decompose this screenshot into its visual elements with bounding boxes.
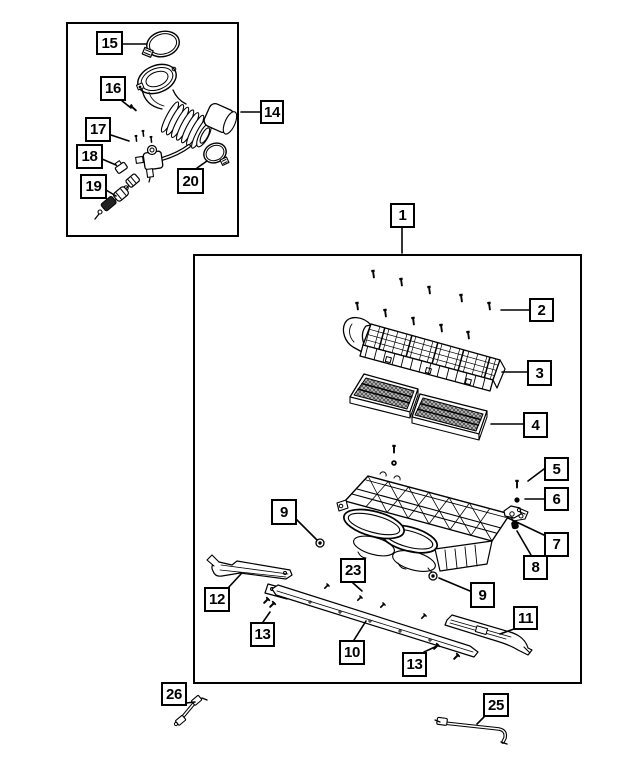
main-frame <box>193 254 582 684</box>
callout-17[interactable]: 17 <box>85 117 111 142</box>
hose-clamp-lower-drawing <box>203 142 230 166</box>
callout-23[interactable]: 23 <box>340 558 366 583</box>
callout-9-right[interactable]: 9 <box>470 582 495 608</box>
inset-frame <box>66 22 239 237</box>
front-seal-rail-drawing <box>264 583 479 658</box>
callout-19[interactable]: 19 <box>80 174 107 199</box>
callout-7[interactable]: 7 <box>544 532 569 557</box>
callout-15[interactable]: 15 <box>96 31 123 55</box>
callout-6[interactable]: 6 <box>544 487 569 511</box>
air-cleaner-cover-drawing <box>342 316 506 392</box>
callout-9-left[interactable]: 9 <box>271 499 297 525</box>
callout-12[interactable]: 12 <box>204 587 230 612</box>
callout-14[interactable]: 14 <box>260 100 284 124</box>
callout-25[interactable]: 25 <box>483 693 509 717</box>
air-filter-elements-drawing <box>349 373 488 441</box>
callout-13-right[interactable]: 13 <box>402 652 427 677</box>
fitting-drawing <box>503 505 526 530</box>
valve-drawing <box>135 144 164 183</box>
callout-8[interactable]: 8 <box>523 555 548 580</box>
callout-5[interactable]: 5 <box>544 457 569 481</box>
callout-26[interactable]: 26 <box>161 682 187 706</box>
leader-lines <box>101 43 547 725</box>
plug-part-drawing <box>114 160 128 174</box>
callout-18[interactable]: 18 <box>76 144 103 169</box>
air-cleaner-body-drawing <box>336 443 529 574</box>
callout-20[interactable]: 20 <box>177 168 204 194</box>
callout-3[interactable]: 3 <box>527 360 552 386</box>
callout-4[interactable]: 4 <box>523 412 548 438</box>
callout-1[interactable]: 1 <box>390 203 415 228</box>
sensor-harness-drawing <box>94 173 140 220</box>
right-bracket-drawing <box>444 614 533 656</box>
callout-16[interactable]: 16 <box>100 76 126 101</box>
hose-clamp-upper-drawing <box>141 30 180 58</box>
stud-and-nut-drawing <box>514 478 520 503</box>
callout-13-left[interactable]: 13 <box>250 622 275 647</box>
left-bracket-drawing <box>206 554 293 580</box>
air-intake-duct-drawing <box>135 63 238 161</box>
callout-11[interactable]: 11 <box>513 606 538 630</box>
inset-screws-drawing <box>128 102 154 144</box>
drain-tube-right-drawing <box>434 716 508 745</box>
callout-10[interactable]: 10 <box>339 640 365 665</box>
mounting-grommets-drawing <box>315 538 438 581</box>
callout-2[interactable]: 2 <box>529 298 554 322</box>
